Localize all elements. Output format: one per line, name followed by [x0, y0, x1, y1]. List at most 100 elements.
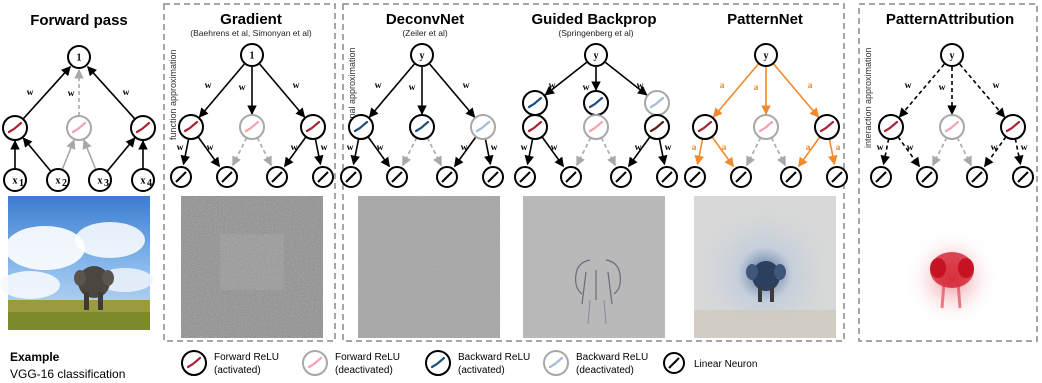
- guided-backprop-heatmap: [523, 196, 665, 338]
- deconvnet-edge-bot-0: [350, 138, 360, 166]
- forward-top-node: [67, 45, 91, 69]
- gradient-relu-1-glyph: [183, 120, 199, 133]
- guided-edge-bot-5: [658, 138, 668, 166]
- legend-label-2: Forward ReLU: [335, 352, 400, 363]
- guided-edge-bot-2: [576, 137, 592, 167]
- deconvnet-edge-bot-5: [484, 138, 494, 166]
- guided-edge-bot-1: [541, 136, 565, 168]
- guided-wlabel-6: w: [635, 143, 642, 153]
- guided-linear-4-glyph: [661, 171, 673, 183]
- guided-backward-relu-2-glyph: [588, 96, 604, 109]
- patternnet-wlabel-1: a: [720, 81, 725, 91]
- patternnet-wlabel-6: a: [806, 143, 811, 153]
- deconvnet-edge-bot-1: [367, 136, 391, 168]
- gradient-edge-bot-4: [283, 136, 307, 168]
- input-node-2: [46, 168, 70, 192]
- guided-wlabel-1: w: [549, 81, 556, 91]
- legend-label-4: Backward ReLU: [576, 352, 648, 363]
- forward-relu-2-glyph: [71, 121, 87, 134]
- interaction-panel-border: [858, 3, 1038, 342]
- deconvnet-heatmap: [358, 196, 500, 338]
- patternattr-wlabel-4: w: [877, 143, 884, 153]
- patternattr-edge-bot-5: [1014, 138, 1024, 166]
- guided-backward-relu-1-glyph: [527, 96, 543, 109]
- patternnet-heatmap: [694, 196, 836, 338]
- patternattr-edge-bot-2: [932, 137, 948, 167]
- gradient-linear-1-glyph: [175, 171, 187, 183]
- gradient-edge-top-0: [198, 63, 245, 118]
- deconvnet-relu-2-glyph: [414, 120, 430, 133]
- input-node-1-label: x: [13, 176, 18, 187]
- patternnet-title: PatternNet: [727, 11, 803, 28]
- patternnet-top-node-label: y: [764, 51, 769, 62]
- patternnet-edge-bot-1: [711, 136, 735, 168]
- guided-top-node-label: y: [594, 51, 599, 62]
- gradient-wlabel-3: w: [293, 81, 300, 91]
- gradient-linear-3-glyph: [271, 171, 283, 183]
- deconvnet-linear-4-glyph: [487, 171, 499, 183]
- patternnet-edge-bot-0: [694, 138, 704, 166]
- input-node-3-sub: 3: [104, 178, 109, 189]
- patternnet-linear-3-glyph: [785, 171, 797, 183]
- gradient-linear-2-glyph: [221, 171, 233, 183]
- gradient-panel-border: [163, 3, 336, 342]
- guided-backward-relu-3-glyph: [649, 96, 665, 109]
- forward-edge-2: [61, 139, 76, 170]
- patternattr-edge-bot-4: [983, 136, 1007, 168]
- deconvnet-wlabel-1: w: [375, 81, 382, 91]
- gradient-top-node: [240, 43, 264, 67]
- gradient-wlabel-6: w: [291, 143, 298, 153]
- legend-sub-4: (deactivated): [576, 365, 634, 376]
- guided-top-node: [584, 43, 608, 67]
- forward-edge-3: [82, 139, 97, 170]
- gradient-top-node-label: 1: [250, 51, 255, 62]
- input-node-3: [88, 168, 112, 192]
- legend-icon-5-glyph: [668, 357, 680, 369]
- signal-approximation-label: signal approximation: [347, 47, 357, 130]
- patternattr-linear-3-glyph: [971, 171, 983, 183]
- patternnet-top-node: [754, 43, 778, 67]
- patternattr-wlabel-3: w: [993, 81, 1000, 91]
- legend-icon-3-glyph: [430, 356, 446, 369]
- patternnet-edge-top-2: [773, 63, 820, 118]
- forward-pass-title: Forward pass: [30, 12, 128, 29]
- patternattr-wlabel-6: w: [991, 143, 998, 153]
- fp-w1: w: [27, 88, 34, 98]
- legend-sub-3: (activated): [458, 365, 505, 376]
- guided-linear-3-glyph: [615, 171, 627, 183]
- gradient-edge-bot-3: [256, 137, 272, 167]
- guided-wlabel-2: w: [583, 83, 590, 93]
- legend-icon-2-glyph: [307, 356, 323, 369]
- function-approximation-label: function approximation: [168, 49, 178, 140]
- patternnet-relu-1-glyph: [697, 120, 713, 133]
- deconvnet-relu-1-glyph: [353, 120, 369, 133]
- gradient-edge-bot-2: [232, 137, 248, 167]
- patternattribution-title: PatternAttribution: [886, 11, 1014, 28]
- legend-label-5: Linear Neuron: [694, 359, 757, 370]
- deconvnet-edge-top-2: [429, 63, 476, 118]
- guided-relu-1-glyph: [527, 120, 543, 133]
- deconvnet-wlabel-5: w: [377, 143, 384, 153]
- patternnet-linear-4-glyph: [831, 171, 843, 183]
- patternattr-wlabel-7: w: [1021, 143, 1028, 153]
- patternnet-relu-2-glyph: [758, 120, 774, 133]
- gradient-edge-bot-1: [197, 136, 221, 168]
- gradient-wlabel-1: w: [205, 81, 212, 91]
- gradient-wlabel-2: w: [239, 83, 246, 93]
- gradient-edge-bot-0: [180, 138, 190, 166]
- legend-icon-4-glyph: [548, 356, 564, 369]
- patternattr-wlabel-5: w: [907, 143, 914, 153]
- legend: Forward ReLU(activated)Forward ReLU(deac…: [181, 350, 757, 376]
- patternattr-edge-top-0: [898, 63, 945, 118]
- patternnet-edge-bot-2: [746, 137, 762, 167]
- patternattr-linear-2-glyph: [921, 171, 933, 183]
- patternnet-linear-1-glyph: [689, 171, 701, 183]
- deconvnet-wlabel-2: w: [409, 83, 416, 93]
- gradient-title: Gradient: [220, 11, 282, 28]
- signal-panel-border: [342, 3, 845, 342]
- guided-wlabel-5: w: [551, 143, 558, 153]
